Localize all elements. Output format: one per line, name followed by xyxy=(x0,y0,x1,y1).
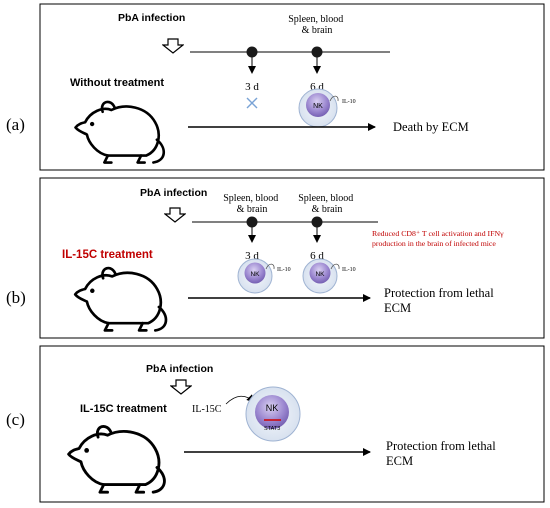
panel-b-timepoint-dot xyxy=(311,216,323,228)
panel-c-nk-label: NK xyxy=(266,403,279,413)
panel-b-il10-label: IL-10 xyxy=(342,267,356,273)
panel-c-letter: (c) xyxy=(6,410,25,429)
panel-b-nk-cell: NK IL-10 xyxy=(237,258,291,294)
panel-a-outcome-label: Death by ECM xyxy=(393,120,469,134)
panel-b-nk-label: NK xyxy=(315,271,325,278)
panel-b-outcome-label: Protection from lethal ECM xyxy=(384,286,497,315)
panel-a-infection-arrow-icon xyxy=(162,38,184,54)
panel-b-nk-label: NK xyxy=(250,271,260,278)
panel-a-time-label: 3 d xyxy=(245,81,259,93)
panel-b-sample-label-line2: & brain xyxy=(237,204,268,215)
panel-c-outcome-line1: Protection from lethal xyxy=(386,439,496,453)
panel-b-nk-cell: NK IL-10 xyxy=(302,258,356,294)
panel-b-sample-label: Spleen, blood & brain xyxy=(298,193,356,215)
panel-a-cross-icon xyxy=(246,97,258,109)
panel-b-sample-label: Spleen, blood & brain xyxy=(223,193,281,215)
panel-b-secretion-icon xyxy=(265,263,275,270)
panel-b-letter: (b) xyxy=(6,288,26,307)
panel-b-outcome-line1: Protection from lethal xyxy=(384,286,494,300)
panel-b-border xyxy=(39,177,545,339)
panel-a-timepoint-dot xyxy=(246,46,258,58)
panel-a-nk-label: NK xyxy=(313,103,323,110)
panel-b-sample-label-line2: & brain xyxy=(312,204,343,215)
panel-b-il10-label: IL-10 xyxy=(277,267,291,273)
panel-a-sample-label-line1: Spleen, blood xyxy=(288,14,343,25)
panel-b-sample-label-line1: Spleen, blood xyxy=(298,193,353,204)
panel-a-border xyxy=(39,3,545,171)
panel-b-note-line2: production in the brain of infected mice xyxy=(372,239,496,248)
panel-b-mouse-icon xyxy=(73,266,168,332)
panel-b-timepoint-dot xyxy=(246,216,258,228)
panel-c-treatment-label: IL-15C treatment xyxy=(80,403,167,415)
panel-a-letter: (a) xyxy=(6,115,25,134)
panel-b-secretion-icon xyxy=(330,263,340,270)
panel-c-infection-label: PbA infection xyxy=(146,363,213,375)
panel-b-note-line1: Reduced CD8⁺ T cell activation and IFNγ xyxy=(372,229,504,238)
panel-c-outcome-line2: ECM xyxy=(386,454,413,468)
panel-b-treatment-label: IL-15C treatment xyxy=(62,249,153,261)
panel-c-nk-cell: NK STAT3 xyxy=(245,386,301,442)
panel-a-treatment-label: Without treatment xyxy=(70,77,164,89)
panel-c: (c) PbA infection IL-15C treatment IL-15… xyxy=(6,345,545,503)
panel-c-stimulus-label: IL-15C xyxy=(192,404,222,415)
panel-a-timepoint-dot xyxy=(311,46,323,58)
panel-c-infection-arrow-icon xyxy=(170,379,192,395)
panel-a-mouse-icon xyxy=(74,100,166,164)
panel-a-il10-label: IL-10 xyxy=(342,99,356,105)
panel-a-sample-label: Spleen, blood & brain xyxy=(288,14,346,36)
panel-b: (b) PbA infection Spleen, blood & brain … xyxy=(6,177,545,339)
panel-b-sample-label-line1: Spleen, blood xyxy=(223,193,278,204)
panel-c-border xyxy=(39,345,545,503)
panel-c-stat3-label: STAT3 xyxy=(264,426,280,432)
panel-b-infection-label: PbA infection xyxy=(140,187,207,199)
panel-a-secretion-icon xyxy=(329,95,339,102)
panel-c-mouse-icon xyxy=(67,424,166,494)
panel-c-outcome-label: Protection from lethal ECM xyxy=(386,439,499,468)
panel-b-infection-arrow-icon xyxy=(164,207,186,223)
panel-a-infection-label: PbA infection xyxy=(118,12,185,24)
panel-a: (a) PbA infection 3 d 6 d Spleen, blood … xyxy=(6,3,545,171)
panel-a-nk-cell: NK IL-10 xyxy=(298,88,356,128)
panel-b-outcome-line2: ECM xyxy=(384,301,411,315)
panel-b-note: Reduced CD8⁺ T cell activation and IFNγ … xyxy=(372,229,506,248)
panel-a-sample-label-line2: & brain xyxy=(302,25,333,36)
